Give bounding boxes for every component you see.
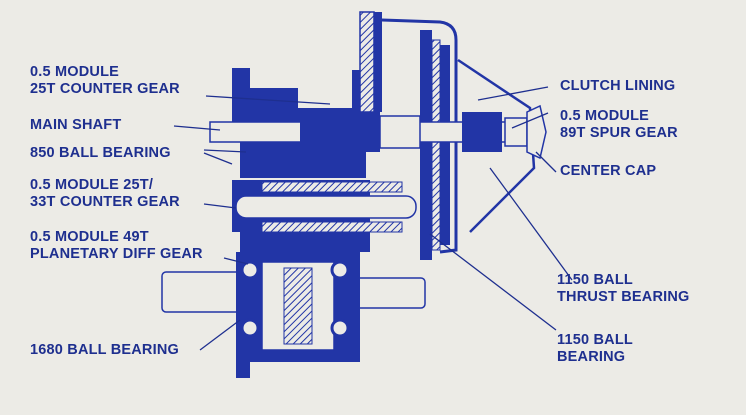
label-main-shaft: MAIN SHAFT [30, 117, 121, 134]
label-1680-ball-bearing: 1680 BALL BEARING [30, 342, 179, 359]
label-center-cap: CENTER CAP [560, 163, 656, 180]
label-1150-ball-bearing-line2: BEARING [557, 349, 626, 365]
label-clutch-lining: CLUTCH LINING [560, 78, 675, 95]
label-1150-ball-bearing: 1150 BALL BEARING [557, 332, 633, 366]
label-850-ball-bearing: 850 BALL BEARING [30, 145, 171, 162]
label-planetary-diff-gear: 0.5 MODULE 49T PLANETARY DIFF GEAR [30, 229, 203, 263]
label-1680-ball-bearing-text: 1680 BALL BEARING [30, 342, 179, 358]
label-89t-spur-gear-line2: 89T SPUR GEAR [560, 125, 678, 141]
label-25t-33t-counter-gear: 0.5 MODULE 25T/ 33T COUNTER GEAR [30, 177, 180, 211]
label-center-cap-text: CENTER CAP [560, 163, 657, 179]
label-clutch-lining-text: CLUTCH LINING [560, 78, 676, 94]
main-shaft [209, 104, 547, 160]
differential-internals [240, 260, 350, 351]
label-89t-spur-gear-line1: 0.5 MODULE [560, 108, 650, 124]
label-planetary-diff-gear-line2: PLANETARY DIFF GEAR [30, 246, 203, 262]
label-25t-counter-gear-line1: 0.5 MODULE [30, 64, 120, 80]
label-25t-counter-gear: 0.5 MODULE 25T COUNTER GEAR [30, 64, 180, 98]
counter-gear-shaft [235, 181, 417, 233]
leader-lines [173, 86, 573, 351]
output-shafts [161, 271, 426, 313]
label-planetary-diff-gear-line1: 0.5 MODULE 49T [30, 229, 149, 245]
label-25t-33t-counter-gear-line1: 0.5 MODULE 25T/ [30, 177, 154, 193]
label-25t-counter-gear-line2: 25T COUNTER GEAR [30, 81, 180, 97]
label-1150-thrust-bearing-line2: THRUST BEARING [557, 289, 690, 305]
label-850-ball-bearing-text: 850 BALL BEARING [30, 145, 171, 161]
label-1150-ball-bearing-line1: 1150 BALL [557, 332, 633, 348]
label-1150-thrust-bearing: 1150 BALL THRUST BEARING [557, 272, 690, 306]
label-89t-spur-gear: 0.5 MODULE 89T SPUR GEAR [560, 108, 678, 142]
label-main-shaft-text: MAIN SHAFT [30, 117, 122, 133]
label-25t-33t-counter-gear-line2: 33T COUNTER GEAR [30, 194, 180, 210]
label-1150-thrust-bearing-line1: 1150 BALL [557, 272, 633, 288]
